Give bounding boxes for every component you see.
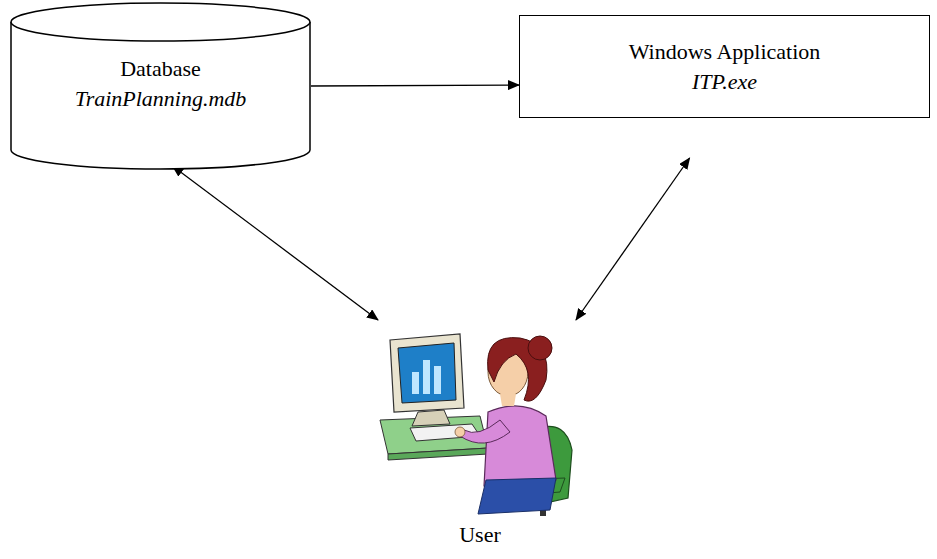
connector-arrow <box>311 84 519 86</box>
cylinder-top <box>11 3 310 41</box>
application-box: Windows ApplicationITP.exe <box>519 15 930 118</box>
cylinder-body <box>11 22 310 169</box>
node-title: User <box>459 520 501 550</box>
user-illustration <box>360 320 600 520</box>
file-name: ITP.exe <box>692 67 757 97</box>
database-cylinder: DatabaseTrainPlanning.mdb <box>10 2 311 170</box>
node-title: Windows Application <box>629 37 821 67</box>
file-name: TrainPlanning.mdb <box>75 84 247 114</box>
node-title: Database <box>120 54 201 84</box>
connector-arrow <box>173 166 378 320</box>
user-figure: User <box>360 320 600 554</box>
connector-arrow <box>576 158 690 320</box>
